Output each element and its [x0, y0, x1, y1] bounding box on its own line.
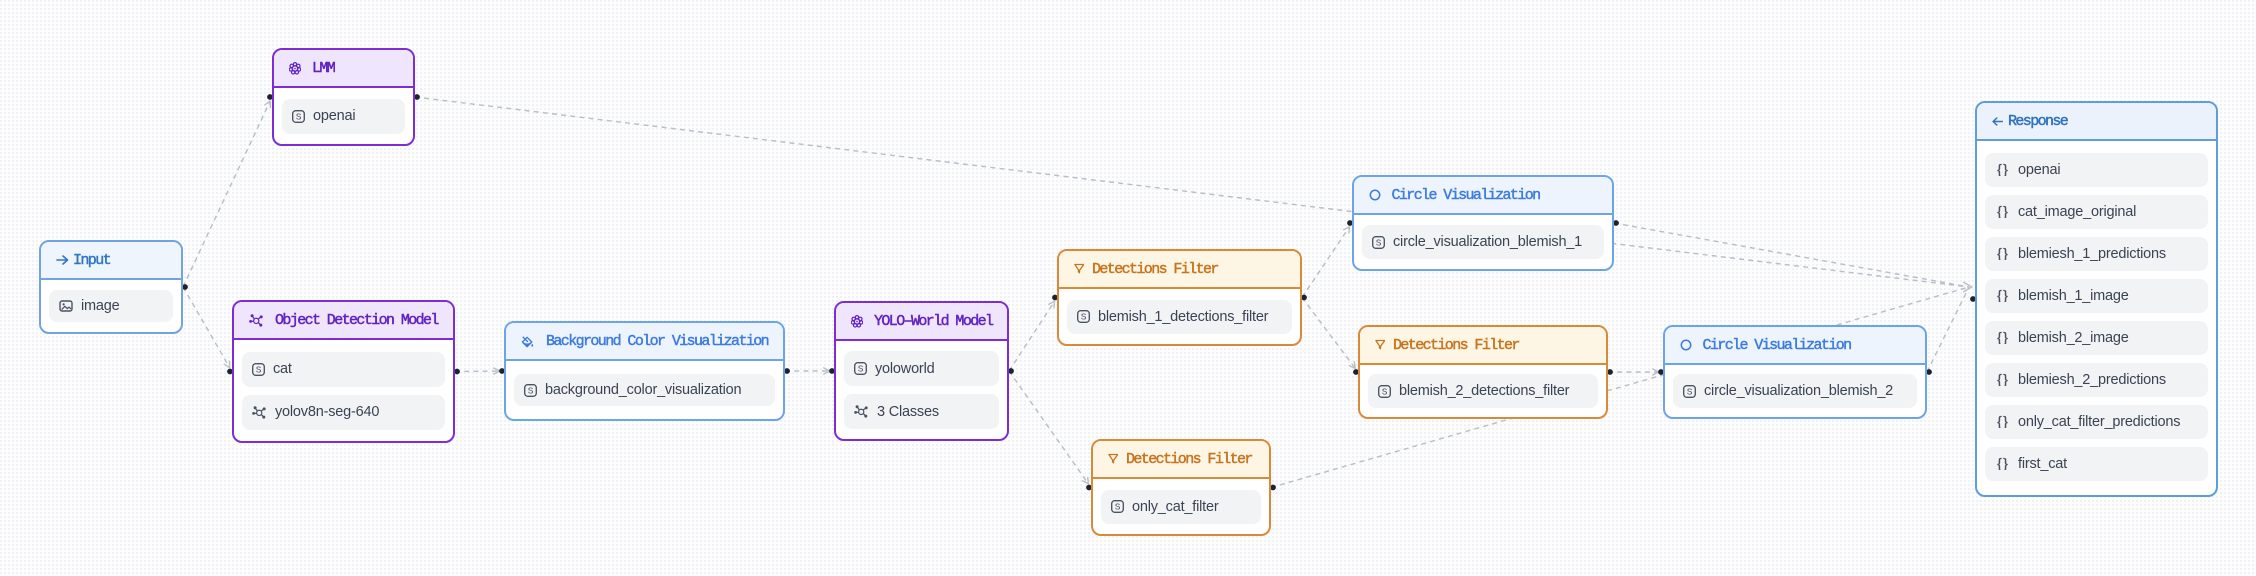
svg-text:{}: {} [1997, 289, 2009, 302]
svg-text:{}: {} [1997, 163, 2009, 176]
svg-text:{}: {} [1997, 205, 2009, 218]
svg-text:{}: {} [1997, 415, 2009, 428]
svg-text:{}: {} [1997, 373, 2009, 386]
svg-text:S: S [256, 364, 262, 375]
svg-text:S: S [1115, 502, 1121, 513]
svg-text:S: S [296, 111, 302, 122]
svg-text:{}: {} [1997, 247, 2009, 260]
svg-text:S: S [528, 385, 534, 396]
svg-text:S: S [1376, 237, 1382, 248]
svg-text:{}: {} [1997, 331, 2009, 344]
svg-text:{}: {} [1997, 457, 2009, 470]
svg-text:S: S [1081, 312, 1087, 323]
svg-text:S: S [1382, 386, 1388, 397]
svg-text:S: S [858, 364, 864, 375]
svg-text:S: S [1687, 386, 1693, 397]
